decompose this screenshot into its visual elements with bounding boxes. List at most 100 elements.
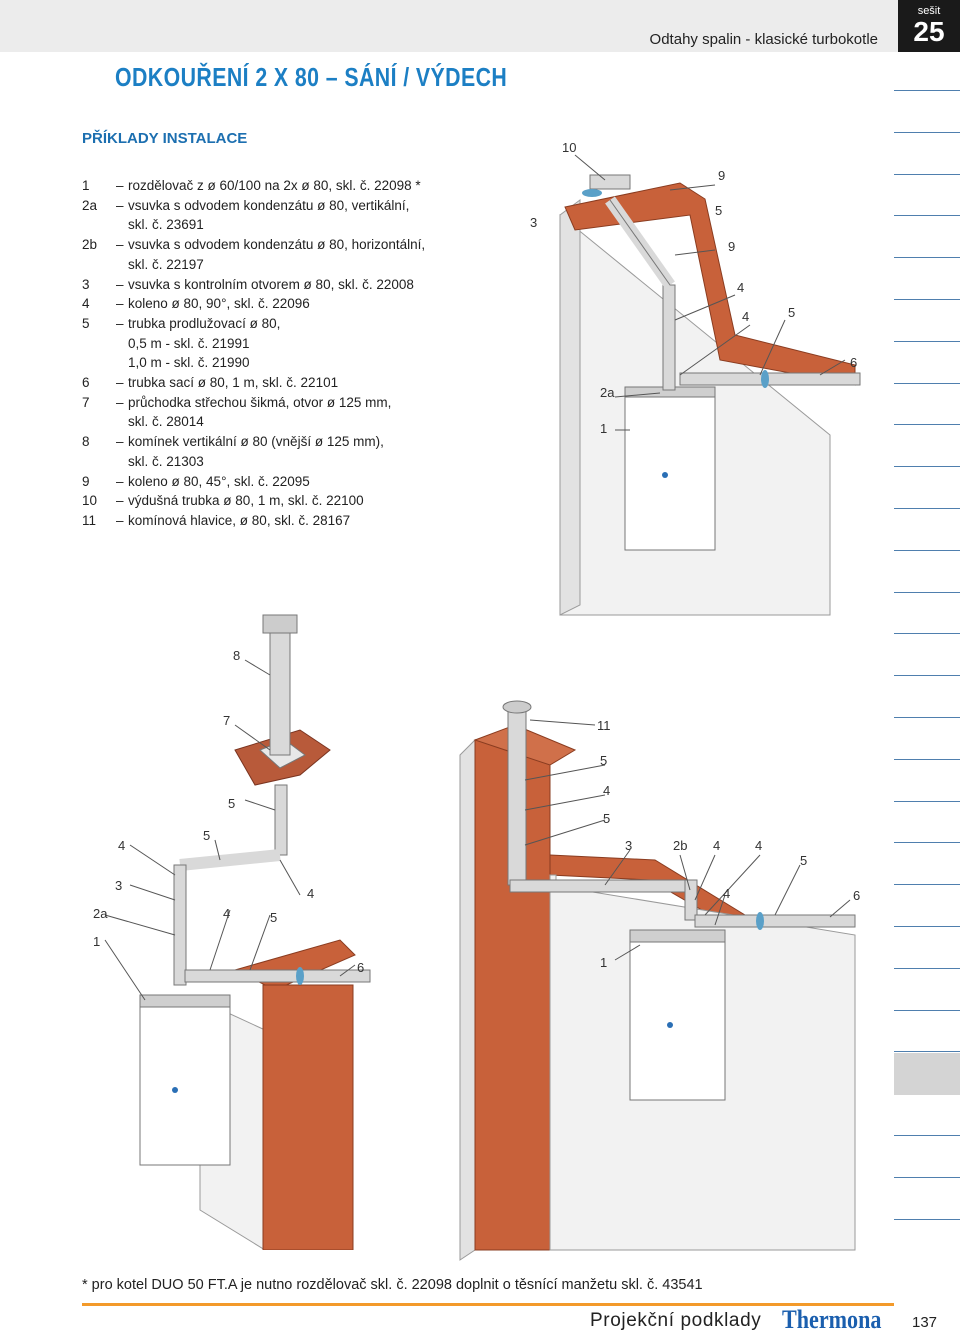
sidebar-index-line: [894, 717, 960, 718]
part-dash: –: [116, 394, 124, 410]
diagram-callout-label: 4: [713, 838, 720, 853]
sidebar-index-line: [894, 800, 960, 802]
parts-list-item: 7–průchodka střechou šikmá, otvor ø 125 …: [82, 393, 502, 432]
sidebar-index-line: [894, 1135, 960, 1136]
part-description: vsuvka s odvodem kondenzátu ø 80, vertik…: [128, 197, 410, 233]
footnote: * pro kotel DUO 50 FT.A je nutno rozdělo…: [82, 1277, 703, 1293]
diagram-callout-label: 7: [223, 713, 230, 728]
part-code: 1: [82, 178, 90, 193]
parts-list-item: 2b –vsuvka s odvodem kondenzátu ø 80, hor…: [82, 235, 502, 274]
diagram-callout-label: 9: [718, 168, 725, 183]
sidebar-active-tab: [894, 1053, 960, 1095]
parts-list-item: 9–koleno ø 80, 45°, skl. č. 22095: [82, 472, 502, 492]
sidebar-index-line: [894, 173, 960, 175]
diagram-callout-label: 5: [603, 811, 610, 826]
sidebar-index-line: [894, 549, 960, 551]
part-code: 11: [82, 512, 97, 528]
sidebar-index-line: [894, 675, 960, 677]
part-dash: –: [116, 197, 124, 213]
part-description: vsuvka s odvodem kondenzátu ø 80, horizo…: [128, 237, 426, 272]
diagram-callout-label: 5: [270, 910, 277, 925]
sidebar-index-line: [894, 131, 960, 133]
diagram-callout-label: 1: [93, 934, 100, 949]
sidebar-index-line: [894, 1051, 960, 1053]
diagram-callout-label: 4: [723, 886, 730, 901]
sidebar-index-line: [894, 90, 960, 91]
diagram-callout-label: 2a: [600, 385, 615, 400]
part-description: průchodka střechou šikmá, otvor ø 125 mm…: [128, 394, 392, 430]
parts-list-item: 2a–vsuvka s odvodem kondenzátu ø 80, ver…: [82, 196, 502, 235]
part-code: 2b: [82, 237, 98, 253]
part-code: 10: [82, 493, 98, 509]
part-dash: –: [116, 237, 124, 253]
part-code: 6: [82, 375, 90, 391]
diagram-callout-label: 3: [115, 878, 122, 893]
part-dash: –: [116, 473, 124, 489]
parts-list: 1–rozdělovač z ø 60/100 na 2x ø 80, skl.…: [82, 176, 502, 531]
part-code: 8: [82, 434, 90, 450]
sidebar-index-line: [894, 1009, 960, 1011]
diagram-callout-label: 4: [307, 886, 314, 901]
issue-badge: sešit 25: [898, 0, 960, 52]
part-dash: –: [116, 493, 124, 509]
diagram-callout-label: 6: [853, 888, 860, 903]
diagram-callout-label: 4: [603, 783, 610, 798]
diagram-callout-label: 4: [118, 838, 125, 853]
sidebar-index-line: [894, 591, 960, 593]
issue-label: sešit: [917, 5, 941, 17]
diagram-callout-label: 5: [203, 828, 210, 843]
parts-list-item: 11–komínová hlavice, ø 80, skl. č. 28167: [82, 511, 502, 531]
part-description: vsuvka s kontrolním otvorem ø 80, skl. č…: [128, 276, 414, 292]
parts-list-item: 10 –výdušná trubka ø 80, 1 m, skl. č. 221…: [82, 491, 502, 511]
diagram-callout-label: 6: [850, 355, 857, 370]
sidebar-index-line: [894, 967, 960, 969]
diagram-callout-label: 5: [228, 796, 235, 811]
part-description: výdušná trubka ø 80, 1 m, skl. č. 22100: [128, 493, 364, 509]
sidebar-index-line: [894, 508, 960, 509]
diagram-callout-label: 4: [742, 309, 749, 324]
part-dash: –: [116, 296, 124, 312]
part-code: 5: [82, 315, 90, 331]
parts-list-item: 4–koleno ø 80, 90°, skl. č. 22096: [82, 294, 502, 314]
sidebar-index-line: [894, 633, 960, 635]
part-code: 9: [82, 473, 90, 489]
part-code: 4: [82, 296, 90, 312]
part-code: 3: [82, 276, 90, 292]
sidebar-index-line: [894, 257, 960, 259]
diagram-callout-label: 2b: [673, 838, 687, 853]
diagram-callout-label: 4: [223, 906, 230, 921]
diagram-callout-label: 4: [737, 280, 744, 295]
footer-divider: [82, 1303, 894, 1306]
part-description: trubka sací ø 80, 1 m, skl. č. 22101: [128, 375, 339, 391]
parts-list-item: 5–trubka prodlužovací ø 80, 0,5 m - skl.…: [82, 314, 502, 373]
part-description: komínek vertikální ø 80 (vnější ø 125 mm…: [128, 434, 384, 469]
diagram-callout-label: 3: [625, 838, 632, 853]
sidebar-index-line: [894, 1218, 960, 1220]
issue-number: 25: [913, 16, 945, 47]
diagram-callout-label: 1: [600, 421, 607, 436]
parts-list-item: 6 –trubka sací ø 80, 1 m, skl. č. 22101: [82, 373, 502, 393]
part-dash: –: [116, 375, 124, 391]
sidebar-index-line: [894, 758, 960, 760]
sidebar-index-line: [894, 466, 960, 468]
header-band: [0, 0, 960, 52]
sidebar-index-line: [894, 382, 960, 384]
sidebar-index-line: [894, 884, 960, 886]
sidebar-index-line: [894, 299, 960, 300]
diagram-callout-label: 6: [357, 960, 364, 975]
parts-list-item: 1 –rozdělovač z ø 60/100 na 2x ø 80, skl.…: [82, 176, 502, 196]
part-description: rozdělovač z ø 60/100 na 2x ø 80, skl. č…: [128, 178, 421, 193]
part-dash: –: [116, 178, 124, 193]
sidebar-index-line: [894, 1176, 960, 1178]
diagram-callout-label: 5: [800, 853, 807, 868]
diagram-callout-label: 9: [728, 239, 735, 254]
part-dash: –: [116, 512, 124, 528]
parts-list-item: 3–vsuvka s kontrolním otvorem ø 80, skl.…: [82, 275, 502, 295]
diagram-callout-label: 4: [755, 838, 762, 853]
sidebar-index-line: [894, 842, 960, 844]
diagram-callout-label: 5: [788, 305, 795, 320]
diagram-callout-label: 3: [530, 215, 537, 230]
